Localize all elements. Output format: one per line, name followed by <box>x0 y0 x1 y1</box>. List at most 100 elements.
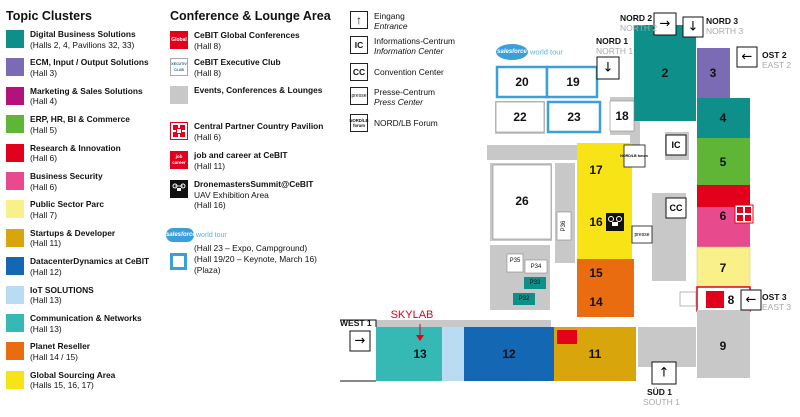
svg-text:→: → <box>355 334 366 349</box>
hall-12-label: 12 <box>502 347 516 361</box>
pavilion-35[interactable] <box>506 253 524 273</box>
legend-label: Events, Conferences & Lounges <box>194 85 323 95</box>
cluster-color-swatch <box>6 257 24 276</box>
hall-3-label: 3 <box>710 66 717 80</box>
hall-2[interactable] <box>634 25 696 121</box>
hall-26[interactable] <box>492 164 552 240</box>
topic-cluster-item: Marketing & Sales Solutions(Hall 4) <box>6 86 143 107</box>
pavilion-34[interactable] <box>524 259 548 274</box>
ost3-label: OST 3 <box>762 292 787 302</box>
job-icon-text: job career <box>172 154 186 165</box>
nord2-label: NORD 2 <box>620 13 652 23</box>
hall-22[interactable] <box>495 101 545 133</box>
entrance-west1[interactable]: → <box>349 330 371 352</box>
cluster-color-swatch <box>6 228 24 247</box>
svg-text:↑: ↑ <box>659 366 670 381</box>
topic-cluster-item: Research & Innovation(Hall 6) <box>6 143 121 164</box>
legend-executive-club: EXECUTIVE CLUB CeBIT Executive Club(Hall… <box>170 57 281 78</box>
ost2-label: OST 2 <box>762 50 787 60</box>
hall-23[interactable] <box>546 100 602 134</box>
hall-4[interactable] <box>697 98 750 138</box>
skylab-arrowhead <box>416 335 424 341</box>
east3-label: EAST 3 <box>762 302 791 312</box>
cluster-sub: (Hall 14 / 15) <box>30 351 78 362</box>
legend-sub: (Hall 16) <box>194 200 226 210</box>
cluster-sub: (Hall 6) <box>30 181 57 192</box>
topic-cluster-item: Business Security(Hall 6) <box>6 171 103 192</box>
key-label: Eingang <box>374 11 405 21</box>
p33-label: P33 <box>530 280 541 286</box>
conference-heading: Conference & Lounge Area <box>170 9 331 23</box>
cluster-label: Public Sector Parc <box>30 199 105 210</box>
east2-label: EAST 2 <box>762 60 791 70</box>
hall-14[interactable] <box>577 287 634 317</box>
pavilion-32[interactable] <box>513 293 535 305</box>
presse-box[interactable] <box>631 225 653 244</box>
cluster-label: Digital Business Solutions <box>30 29 136 39</box>
sud1-label: SÜD 1 <box>647 387 672 397</box>
cluster-color-swatch <box>6 285 24 304</box>
cluster-color-swatch <box>6 172 24 190</box>
hall-13-iot[interactable] <box>442 327 464 381</box>
pavilion-33[interactable] <box>524 277 546 289</box>
ic-box[interactable] <box>665 134 687 156</box>
cluster-label: Research & Innovation <box>30 142 121 153</box>
topic-cluster-item: Communication & Networks(Hall 13) <box>6 313 142 334</box>
ic-map-label: IC <box>672 140 682 150</box>
cluster-label: IoT SOLUTIONS <box>30 284 94 295</box>
grey-swatch <box>170 86 188 104</box>
entrance-ost2[interactable]: ← <box>736 46 758 68</box>
legend-label: CeBIT Global Conferences <box>194 30 300 40</box>
hall-7[interactable] <box>696 246 751 288</box>
hall-19[interactable] <box>545 65 599 99</box>
entrance-arrow-icon: ↑ <box>350 11 368 29</box>
key-sub: Entrance <box>374 21 408 31</box>
drone-body <box>612 222 618 226</box>
entrance-nord3[interactable]: ↓ <box>682 16 704 38</box>
pavilion-36[interactable] <box>556 211 572 241</box>
cluster-label: Planet Reseller <box>30 341 91 352</box>
cluster-color-swatch <box>6 115 24 134</box>
west1-label: WEST 1 <box>340 318 372 328</box>
key-label: Convention Center <box>374 67 444 77</box>
entrance-sud1[interactable]: ↑ <box>651 361 677 385</box>
cluster-sub: (Halls 15, 16, 17) <box>30 380 94 391</box>
pc-sq1 <box>737 207 743 213</box>
hall-9[interactable] <box>697 310 750 378</box>
hall-6-research[interactable] <box>697 185 750 207</box>
hall-18[interactable] <box>609 100 635 132</box>
key-label: NORD/LB Forum <box>374 118 438 128</box>
cc-map-label: CC <box>670 203 683 213</box>
topic-cluster-item: IoT SOLUTIONS(Hall 13) <box>6 285 94 306</box>
hall-15[interactable] <box>577 259 634 287</box>
nordlb-box[interactable] <box>623 144 646 168</box>
p32-label: P32 <box>519 296 530 302</box>
cluster-color-swatch <box>6 200 24 219</box>
hall-5[interactable] <box>697 138 750 185</box>
world-tour-line3: (Plaza) <box>194 265 221 275</box>
cluster-sub: (Hall 13) <box>30 295 62 306</box>
hall-3[interactable] <box>697 48 730 98</box>
entrance-nord1[interactable]: ↓ <box>596 56 620 80</box>
hall-8-label: 8 <box>728 293 735 307</box>
svg-text:→: → <box>660 17 671 32</box>
cc-box[interactable] <box>665 197 687 219</box>
hall-9-label: 9 <box>720 339 727 353</box>
hall-12[interactable] <box>464 327 554 381</box>
pc-sq3 <box>737 215 743 221</box>
entrance-nord2[interactable]: → <box>653 12 677 36</box>
topic-clusters-heading: Topic Clusters <box>6 9 92 23</box>
entrance-ost3[interactable]: ← <box>740 289 762 311</box>
cluster-sub: (Hall 11) <box>30 238 62 249</box>
world-tour-line2: (Hall 19/20 – Keynote, March 16) <box>194 254 317 264</box>
topic-cluster-item: ECM, Input / Output Solutions(Hall 3) <box>6 57 149 78</box>
world-tour-map-text: world tour <box>529 48 563 57</box>
key-label: Presse-Centrum <box>374 87 435 97</box>
cluster-sub: (Hall 13) <box>30 323 62 334</box>
hall-13[interactable] <box>376 327 442 381</box>
hall-17[interactable] <box>577 143 632 197</box>
topic-cluster-item: Startups & Developer(Hall 11) <box>6 228 115 249</box>
convention-center-icon: CC <box>350 63 368 81</box>
